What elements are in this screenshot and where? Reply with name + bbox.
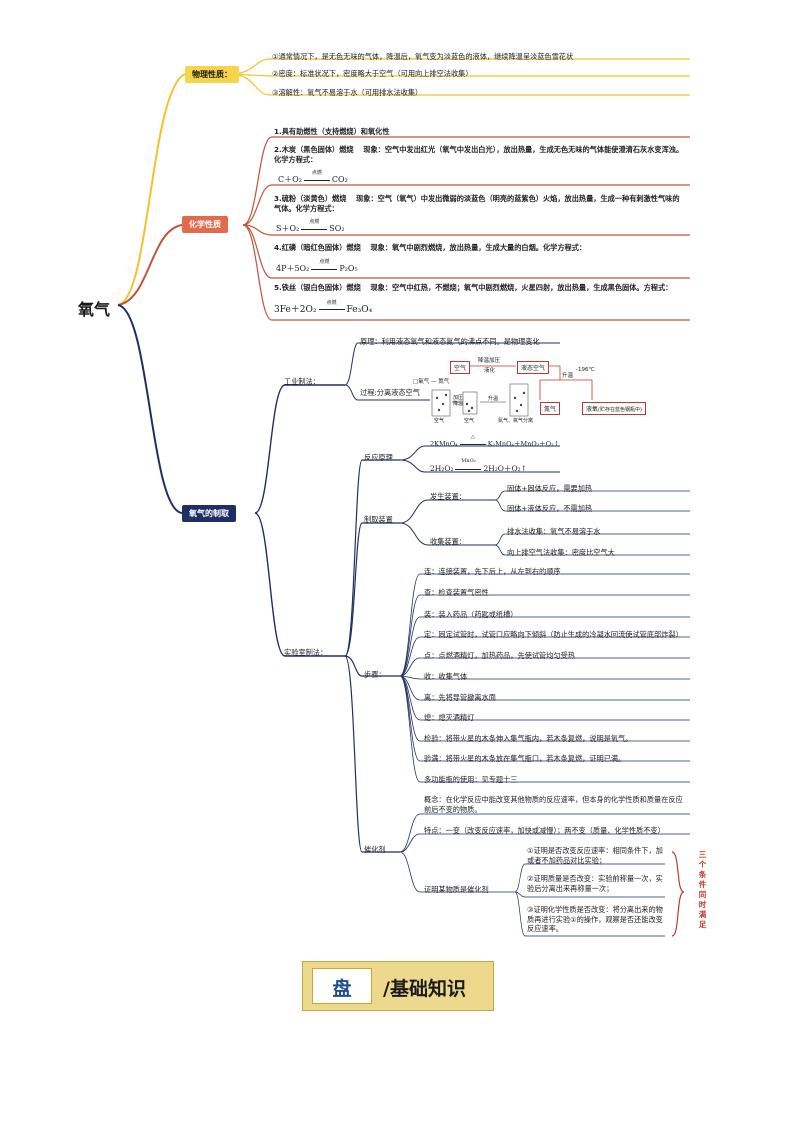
industrial-label: 工业制法： <box>284 377 320 386</box>
physical-item-2: ②密度：标准状况下，密度略大于空气（可用向上排空法收集） <box>272 69 473 78</box>
steps-label: 步骤： <box>364 670 386 679</box>
catalyst-prove-1: ①证明是否改变反应速率：相同条件下，加或者不加药品对比实验； <box>527 846 663 865</box>
flow-step1: 降温加压 <box>478 358 501 364</box>
fig-heat: 升温 <box>488 396 499 402</box>
flow-step2: 液化 <box>484 368 496 374</box>
catalyst-label: 催化剂 <box>364 845 386 854</box>
step-2: 查：检查装置气密性 <box>424 588 489 597</box>
footer-char: 盘 <box>332 978 352 1000</box>
collector-label: 收集装置： <box>430 537 466 546</box>
industrial-principle: 原理：利用液态氧气和液态氮气的沸点不同。是物理变化 <box>360 337 540 346</box>
flow-o2: 液氧(贮存在蓝色钢瓶中) <box>582 402 646 415</box>
flow-temp: -196℃ <box>576 367 595 373</box>
step-5: 点：点燃酒精灯，加热药品，先使试管均匀受热 <box>424 651 575 660</box>
physical-item-3: ③溶解性：氧气不易溶于水（可用排水法收集） <box>272 88 423 97</box>
chem-item-1: 1.具有助燃性（支持燃烧）和氧化性 <box>274 127 390 136</box>
lab-label: 实验室制法： <box>284 648 328 657</box>
step-10: 验满：将带火星的木条放在集气瓶口，若木条复燃，证明已满。 <box>424 754 626 763</box>
step-8: 熄：熄灭酒精灯 <box>424 713 475 722</box>
flow-air: 空气 <box>450 361 471 374</box>
flow-n2: 氮气 <box>540 402 561 415</box>
chem-item-4: 4.红磷（暗红色固体）燃烧 现象：氧气中剧烈燃烧，放出热量，生成大量的白烟。化学… <box>274 243 587 252</box>
catalyst-prove-2: ②证明质量是否改变：实验前称量一次，实验后分离出来再称量一次； <box>527 874 663 893</box>
apparatus-label: 制取装置 <box>364 515 393 524</box>
collector-2: 向上排空气法收集：密度比空气大 <box>507 548 615 557</box>
chem-item-5: 5.铁丝（银白色固体）燃烧 现象：空气中红热，不燃烧；氧气中剧烈燃烧，火星四射，… <box>274 283 673 292</box>
catalyst-feature: 特点：一变（改变反应速率，加快或减慢）；两不变（质量、化学性质不变） <box>424 826 665 835</box>
footer-char-box: 盘 <box>312 968 372 1004</box>
step-7: 离：先将导管撤离水面 <box>424 693 496 702</box>
step-9: 检验：将带火星的木条伸入集气瓶内，若木条复燃，说明是氧气。 <box>424 734 633 743</box>
chem-item-3: 3.硫粉（淡黄色）燃烧 现象：空气（氧气）中发出微弱的淡蓝色（明亮的蓝紫色）火焰… <box>274 194 680 213</box>
generator-2: 固体+液体反应，不需加热 <box>507 504 593 513</box>
fig-sep: 氮气、氧气分离 <box>498 418 534 424</box>
physical-item-1: ①通常情况下，是无色无味的气体，降温后，氧气变为淡蓝色的液体，继续降温呈淡蓝色雪… <box>272 52 574 61</box>
root-title: 氧气 <box>78 300 111 319</box>
catalyst-side-note: 三个条件同时满足 <box>698 850 707 929</box>
reaction-eq-1: 2KMnO₄△K₂MnO₄＋MnO₂＋O₂↑ <box>430 434 560 448</box>
fig-air: 空气 <box>434 418 445 424</box>
step-6: 收：收集气体 <box>424 672 468 681</box>
fig-liquid: 空气 <box>464 418 475 424</box>
chem-item-2: 2.木炭（黑色固体）燃烧 现象：空气中发出红光（氧气中发出白光），放出热量，生成… <box>274 145 684 164</box>
step-1: 连：连接装置，先下后上，从左到右的顺序 <box>424 567 561 576</box>
step-3: 装：装入药品（药匙或纸槽） <box>424 610 518 619</box>
catalyst-prove-3: ③证明化学性质是否改变：将分离出来的物质再进行实验①的操作，观察是否还能改变反应… <box>527 905 663 934</box>
footer-text: /基础知识 <box>383 978 466 1000</box>
footer-banner: 盘 /基础知识 <box>302 961 494 1011</box>
flow-step3: 升温 <box>562 373 574 379</box>
catalyst-concept: 概念：在化学反应中能改变其他物质的反应速率，但本身的化学性质和质量在反应前后不变… <box>424 795 683 814</box>
catalyst-prove-label: 证明某物质是催化剂 <box>424 885 489 894</box>
step-4: 定：固定试管时，试管口应略向下倾斜（防止生成的冷凝水回流使试管底部炸裂） <box>424 630 683 639</box>
fig-arrow-note: □氧气 — 氮气 <box>413 379 450 385</box>
reaction-label: 反应原理 <box>364 453 393 462</box>
physical-properties-tag: 物理性质： <box>185 66 239 83</box>
industrial-process-label: 过程:分离液态空气 <box>360 388 420 397</box>
generator-1: 固体+固体反应，需要加热 <box>507 484 593 493</box>
fig-press: 加压降温 <box>453 395 464 407</box>
chemical-properties-tag: 化学性质 <box>182 216 228 233</box>
collector-1: 排水法收集：氧气不易溶于水 <box>507 527 601 536</box>
generator-label: 发生装置： <box>430 492 466 501</box>
step-11: 多功能瓶的使用：见专题十三 <box>424 775 518 784</box>
flow-liquid-air: 液态空气 <box>517 361 550 374</box>
oxygen-prep-tag: 氧气的制取 <box>182 505 236 522</box>
